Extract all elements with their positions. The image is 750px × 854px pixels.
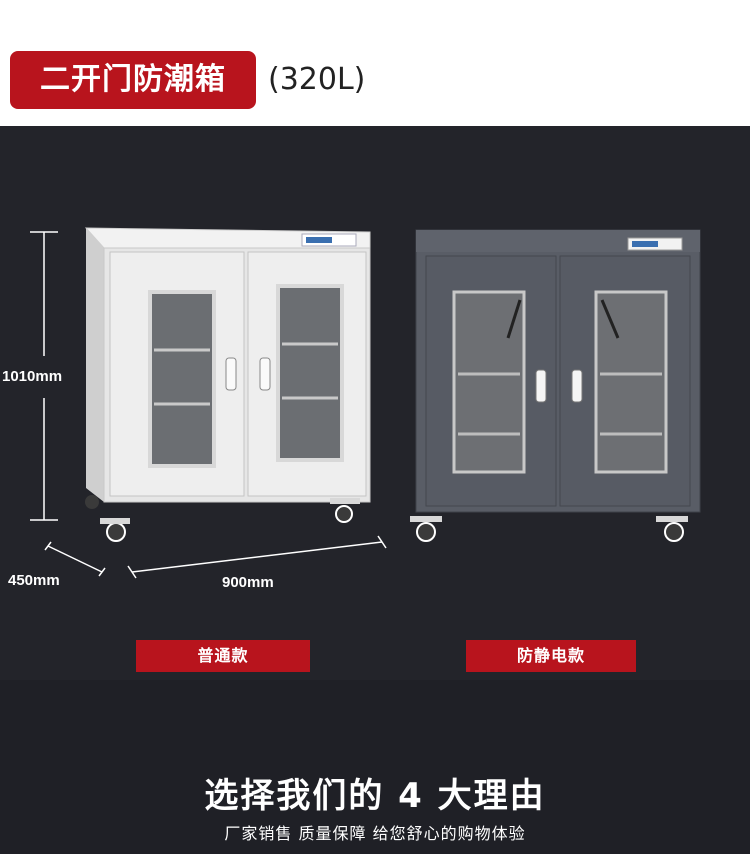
reasons-headline: 选择我们的 4 大理由 [204, 776, 546, 816]
height-dimension: 1010mm [2, 368, 63, 385]
reasons-section: 选择我们的 4 大理由 厂家销售 质量保障 给您舒心的购物体验 [0, 680, 750, 854]
standard-cabinet-image [84, 227, 371, 542]
variant-tag-antistatic: 防静电款 [466, 640, 636, 672]
product-panel: 1010mm 450mm 900mm [0, 126, 750, 680]
capacity-label: (320L) [268, 62, 366, 97]
dimension-lines [30, 231, 387, 579]
product-title: 二开门防潮箱 [10, 51, 256, 109]
depth-dimension: 450mm [8, 572, 60, 589]
antistatic-cabinet-image [410, 229, 701, 542]
header: 二开门防潮箱 (320L) [0, 0, 750, 126]
width-dimension: 900mm [222, 574, 274, 591]
variant-tag-standard: 普通款 [136, 640, 310, 672]
reasons-subline: 厂家销售 质量保障 给您舒心的购物体验 [224, 824, 526, 843]
